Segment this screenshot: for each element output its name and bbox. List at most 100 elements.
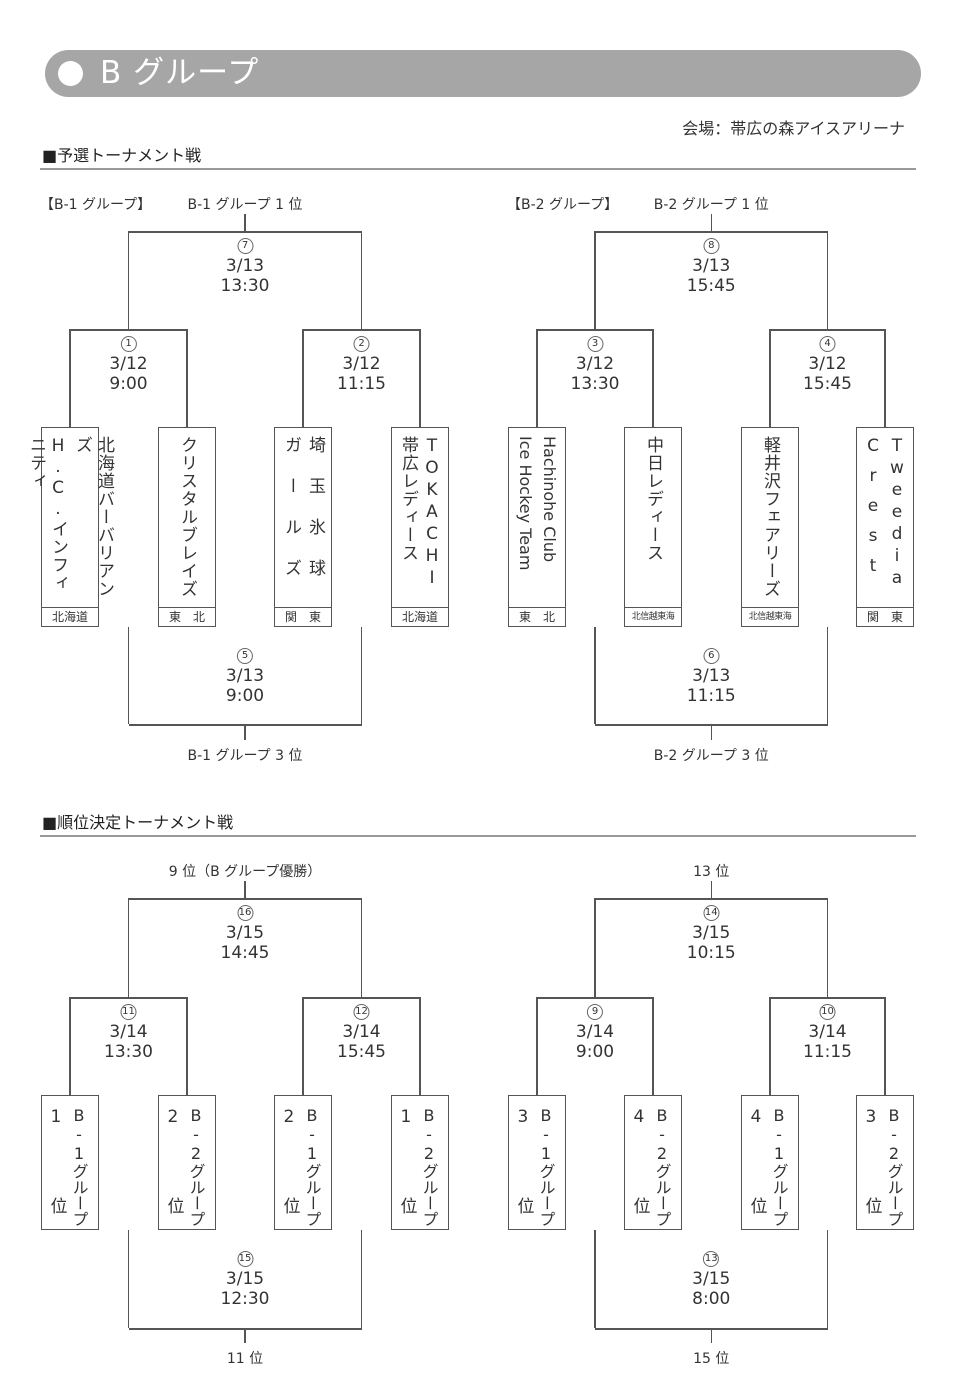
match-number-badge: 15 — [237, 1251, 253, 1267]
bracket-line — [186, 997, 188, 1095]
bracket-line — [826, 898, 829, 997]
team-name-line: Crest — [863, 436, 883, 586]
bracket-line — [302, 997, 304, 1095]
match-time: 11:15 — [337, 374, 386, 394]
bracket-line — [769, 329, 771, 427]
section-divider — [40, 168, 916, 170]
bracket-line — [594, 1230, 596, 1328]
team-name-line: 北海道バーバリアンズ — [72, 436, 114, 598]
bracket-line — [70, 329, 187, 331]
bracket-line — [710, 1328, 712, 1343]
match-date: 3/13 — [692, 256, 731, 276]
match-number-badge: 10 — [819, 1004, 836, 1020]
bracket-line — [360, 898, 363, 997]
match-number-badge: 3 — [587, 336, 603, 352]
team-name: 中日レディース — [625, 428, 681, 607]
team-region: 北海道 — [42, 607, 98, 626]
match-number-badge: 12 — [353, 1004, 370, 1020]
team-region: 北信越東海 — [625, 607, 681, 626]
match-time: 15:45 — [686, 276, 736, 296]
team-region: 北信越東海 — [742, 607, 798, 626]
match-number-badge: 13 — [703, 1251, 720, 1267]
match-time: 10:15 — [686, 943, 736, 963]
slot-rank-suffix: 位 — [750, 1197, 768, 1217]
bracket-line — [710, 214, 712, 231]
match-date: 3/12 — [575, 354, 615, 374]
circle-bullet-icon — [58, 61, 83, 86]
team-name-line: Tweedia — [887, 436, 907, 590]
bracket-line — [652, 997, 654, 1095]
bracket-line — [128, 898, 362, 900]
winner-label: 9 位（B グループ優勝） — [168, 864, 322, 880]
slot-group: B-1グループ — [536, 1106, 556, 1227]
bracket-line — [360, 1230, 363, 1328]
bracket-line — [128, 231, 362, 233]
bracket-line — [652, 329, 654, 427]
team-name-line: H.C.インフィニティ — [26, 436, 68, 592]
match-number-badge: 9 — [587, 1004, 603, 1020]
team-name-line: Hachinohe Club — [540, 436, 559, 563]
slot-rank-suffix: 位 — [50, 1197, 68, 1217]
bracket-line — [594, 898, 596, 997]
bracket-line — [826, 1230, 829, 1328]
group-header-banner — [45, 50, 921, 97]
slot-rank-number: 4 — [633, 1107, 645, 1127]
team-box: 埼玉氷球ガールズ関 東 — [274, 427, 332, 627]
match-number-badge: 5 — [237, 648, 253, 664]
slot-rank-number: 3 — [865, 1107, 877, 1127]
match-date: 3/14 — [808, 1022, 847, 1042]
match-date: 3/12 — [109, 354, 148, 374]
bracket-line — [69, 997, 71, 1095]
third-place-label: B-1 グループ 3 位 — [187, 748, 303, 764]
match-date: 3/14 — [342, 1022, 381, 1042]
match-time: 13:30 — [220, 276, 270, 296]
match-time: 12:30 — [220, 1289, 270, 1309]
match-date: 3/13 — [225, 256, 265, 276]
slot-rank-number: 3 — [517, 1107, 529, 1127]
loser-place-label: 15 位 — [693, 1351, 730, 1367]
bracket-line — [770, 329, 885, 331]
match-date: 3/14 — [109, 1022, 148, 1042]
bracket-line — [884, 329, 886, 427]
match-time: 13:30 — [570, 374, 620, 394]
match-date: 3/13 — [692, 666, 731, 686]
bracket-line — [595, 231, 828, 233]
bracket-line — [244, 214, 246, 231]
slot-rank-suffix: 位 — [283, 1197, 301, 1217]
team-name-line: 中日レディース — [643, 436, 663, 562]
team-region: 東 北 — [159, 607, 215, 626]
venue-label: 会場：帯広の森アイスアリーナ — [682, 119, 905, 138]
match-date: 3/15 — [225, 923, 265, 943]
match-number-badge: 1 — [120, 336, 137, 352]
bracket-line — [595, 898, 828, 900]
team-region: 北海道 — [392, 607, 448, 626]
group-label: 【B-1 グループ】 — [40, 197, 152, 213]
page-title: B グループ — [100, 55, 260, 91]
team-name-line: ガールズ — [281, 436, 301, 600]
match-time: 9:00 — [225, 686, 265, 706]
bracket-line — [127, 627, 130, 724]
bracket-line — [244, 724, 246, 740]
match-number-badge: 4 — [819, 336, 836, 352]
match-number-badge: 6 — [703, 648, 720, 664]
winner-label: B-1 グループ 1 位 — [187, 197, 303, 213]
team-name-line: 軽井沢フェアリーズ — [760, 436, 780, 598]
slot-group: B-1グループ — [302, 1106, 322, 1227]
bracket-line — [302, 329, 304, 427]
